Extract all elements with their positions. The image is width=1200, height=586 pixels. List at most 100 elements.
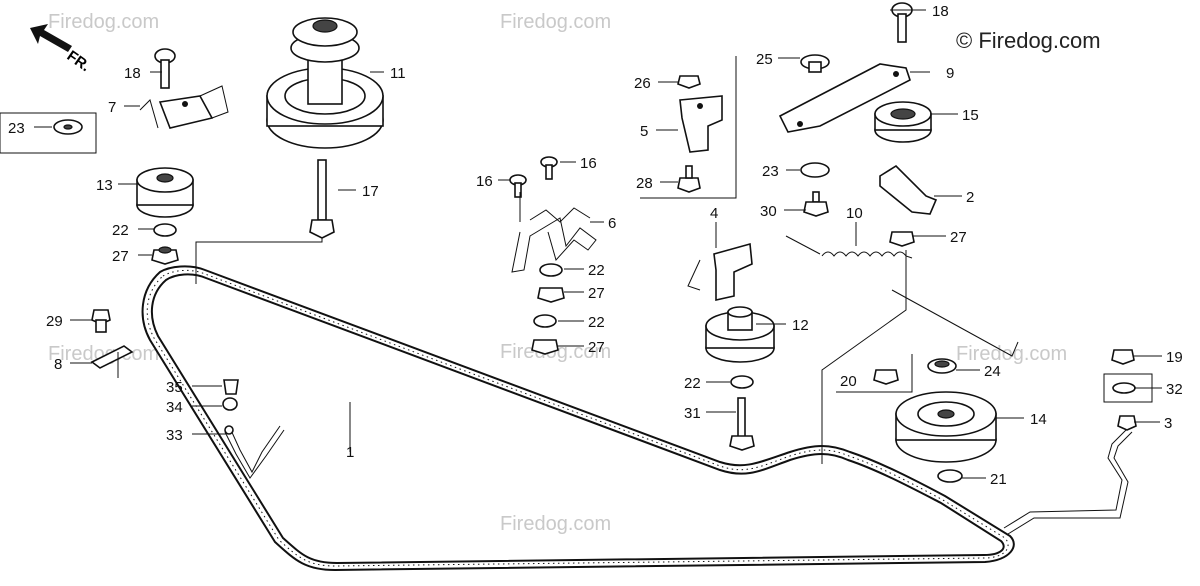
part-12-pulley [705,306,775,363]
callout-22d: 22 [684,375,701,392]
callout-labels: 1 2 3 4 5 6 7 8 9 10 11 12 13 14 15 16 1… [8,3,1183,488]
callout-12: 12 [792,317,809,334]
callout-29: 29 [46,313,63,330]
drive-belt [141,265,1015,572]
part-17-bolt [309,159,335,239]
callout-17: 17 [362,183,379,200]
callout-23a: 23 [8,120,25,137]
callout-27d: 27 [950,229,967,246]
part-27-nut [537,287,565,303]
watermark-text: Firedog.com [48,11,159,33]
watermark-main: © Firedog.com [956,28,1101,53]
callout-16b: 16 [580,155,597,172]
part-26-nut [677,75,701,89]
part-21-washer [937,469,963,483]
callout-10: 10 [846,205,863,222]
part-14-pulley [895,391,997,463]
watermark-text: Firedog.com [500,11,611,33]
part-23-washer [0,112,97,154]
callout-35: 35 [166,379,183,396]
callout-7: 7 [108,99,116,116]
part-16-bolt-a [509,174,527,198]
part-27-nut [531,339,559,355]
part-34-grip [222,397,238,411]
part-22-washer [539,263,563,277]
callout-27a: 27 [112,248,129,265]
callout-13: 13 [96,177,113,194]
callout-15: 15 [962,107,979,124]
callout-23b: 23 [762,163,779,180]
callout-16a: 16 [476,173,493,190]
callout-11: 11 [390,65,406,82]
part-20-nut [836,354,913,393]
part-16-bolt-b [540,156,558,180]
callout-9: 9 [946,65,954,82]
part-15-idler-pulley [874,101,932,143]
part-group-box [640,56,737,199]
callout-27c: 27 [588,339,605,356]
part-32-washer [1103,373,1153,403]
part-4-bracket [687,242,753,301]
callout-34: 34 [166,399,183,416]
watermark-text: Firedog.com [956,343,1067,365]
callout-30: 30 [760,203,777,220]
callout-22b: 22 [588,262,605,279]
part-30-bolt [803,191,829,217]
callout-24: 24 [984,363,1001,380]
part-28-bolt [677,165,701,193]
part-11-pulley [266,17,384,149]
callout-21: 21 [990,471,1007,488]
callout-26: 26 [634,75,651,92]
callout-31: 31 [684,405,701,422]
part-22-washer [153,223,177,237]
callout-2: 2 [966,189,974,206]
watermark-text: Firedog.com [48,343,159,365]
part-6-spring-clip [511,207,597,273]
part-29-bolt [91,309,111,333]
callout-1: 1 [346,444,354,461]
part-23-washer [800,162,830,178]
part-22-washer [730,375,754,389]
part-8-plate [90,345,134,378]
part-19-nut [1111,349,1135,365]
callout-33: 33 [166,427,183,444]
callout-8: 8 [54,356,62,373]
watermark-layer: Firedog.com Firedog.com Firedog.com Fire… [48,11,1101,535]
callout-22a: 22 [112,222,129,239]
callout-14: 14 [1030,411,1047,428]
part-2-bracket [879,164,938,215]
part-27-nut [889,231,915,247]
leader-lines [34,9,1162,479]
part-31-bolt [729,397,755,451]
part-5-bracket [679,95,723,153]
part-35-cap [223,379,239,395]
part-25-cap [800,54,830,73]
arrow-icon [30,24,72,52]
part-24-collar [927,358,957,374]
watermark-text: Firedog.com [500,513,611,535]
part-9-plate [778,63,911,133]
callout-5: 5 [640,123,648,140]
callout-19: 19 [1166,349,1183,366]
callout-25: 25 [756,51,773,68]
part-18-bolt [154,48,176,89]
callout-32: 32 [1166,381,1183,398]
callout-6: 6 [608,215,616,232]
part-7-bracket [139,85,229,129]
callout-20: 20 [840,373,857,390]
part-13-pulley [136,167,194,218]
callout-4: 4 [710,205,718,222]
part-22-washer [533,314,557,328]
callout-28: 28 [636,175,653,192]
callout-3: 3 [1164,415,1172,432]
callout-18a: 18 [124,65,141,82]
part-10-spring [785,235,1019,357]
callout-22c: 22 [588,314,605,331]
part-18-bolt [891,2,913,43]
callout-18b: 18 [932,3,949,20]
part-33-rod [224,425,285,479]
part-3-rod [1003,415,1137,535]
part-27-nut [151,246,179,265]
callout-27b: 27 [588,285,605,302]
